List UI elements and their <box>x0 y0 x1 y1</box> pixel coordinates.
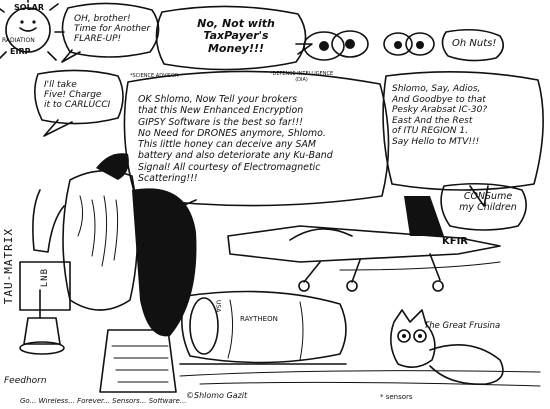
satellite-label-usa: USA <box>214 300 222 313</box>
bubble-taxpayer-text: No, Not with TaxPayer's Money!!! <box>197 17 275 55</box>
bubble-time-flare-outline <box>61 2 160 63</box>
cat-label: The Great Frusina <box>424 321 501 331</box>
satellite-label-raytheon: RAYTHEON <box>240 315 278 323</box>
sun-label-solar: SOLAR <box>14 3 45 12</box>
tau-matrix-vertical-label: TAU-MATRIX <box>2 228 15 305</box>
console-device-drawing <box>99 329 177 393</box>
lnb-vertical-label: LNB <box>40 268 50 288</box>
feedhorn-label: Feedhorn <box>4 376 47 386</box>
cat-drawing <box>390 309 504 385</box>
sun-label-radiation: RADIATION <box>2 37 35 44</box>
sun-drawing <box>0 0 65 61</box>
bubble-taxpayer-outline <box>155 5 313 71</box>
main-bubble-text: OK Shlomo, Now Tell your brokers that th… <box>138 94 333 184</box>
bubble-take-five-text: I'll take Five! Charge it to CARLUCCI <box>44 80 111 111</box>
goggle-faces-drawing <box>303 30 435 61</box>
bubble-consume-outline <box>440 182 527 231</box>
bubble-nuts-outline <box>441 28 504 62</box>
bubble-time-flare-text: OH, brother! Time for Another FLARE-UP! <box>74 14 151 45</box>
bottom-strip-text: Go... Wireless... Forever... Sensors... … <box>20 398 187 405</box>
bubble-consume-text: CONSume my Children <box>459 191 517 213</box>
satellite-capsule-drawing <box>179 290 347 365</box>
main-bubble-tag-right: *DEFENSE INTELLIGENCE (DIA) <box>270 71 334 83</box>
feedhorn-drawing <box>19 289 65 355</box>
bubble-adios-text: Shlomo, Say, Adios, And Goodbye to that … <box>392 84 488 148</box>
jet-label: KFIR <box>442 236 469 247</box>
bubble-adios-outline <box>382 71 544 207</box>
signature: ©Shlomo Gazit <box>186 391 248 400</box>
ground-lines <box>179 370 541 387</box>
bubble-take-five-outline <box>34 69 124 137</box>
bearded-man-drawing <box>19 153 197 337</box>
sun-label-eirp: EIRP <box>10 47 31 56</box>
bubble-nuts-text: Oh Nuts! <box>452 38 497 49</box>
kfir-jet-drawing <box>227 196 501 292</box>
sensors-label: * sensors <box>380 393 413 401</box>
main-bubble-tag-left: *SCIENCE ADVISOR <box>130 73 179 79</box>
